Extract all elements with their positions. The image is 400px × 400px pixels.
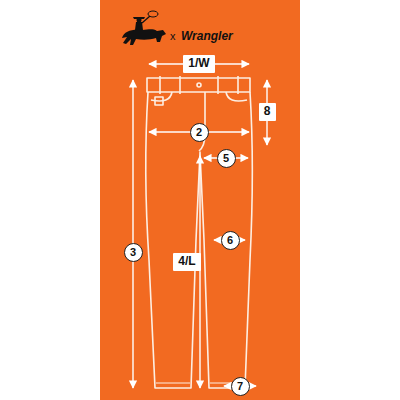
brand-name: Wrangler xyxy=(181,29,233,43)
callout-text: 3 xyxy=(130,246,136,258)
callout-text: 8 xyxy=(264,105,271,118)
callout-number: 7 xyxy=(231,377,250,396)
jeans-outline xyxy=(146,76,252,388)
callout-number: 6 xyxy=(221,231,240,250)
callout-text: 4/L xyxy=(178,255,195,268)
callout-number: 2 xyxy=(190,123,209,142)
bull-logo xyxy=(122,11,166,45)
waist-label: 1/W xyxy=(183,55,215,73)
callout-text: 1/W xyxy=(188,57,209,70)
callout-text: 7 xyxy=(237,380,243,392)
callout-number: 5 xyxy=(217,149,236,168)
callout-text: 2 xyxy=(196,126,202,138)
callout-text: 6 xyxy=(227,234,233,246)
times-sign: x xyxy=(170,30,176,42)
orange-panel xyxy=(100,0,300,400)
callout-number: 3 xyxy=(124,243,143,262)
rise-label: 8 xyxy=(259,103,276,121)
callout-text: 5 xyxy=(223,152,229,164)
dimension-lines xyxy=(133,64,267,388)
length-label: 4/L xyxy=(173,253,201,271)
